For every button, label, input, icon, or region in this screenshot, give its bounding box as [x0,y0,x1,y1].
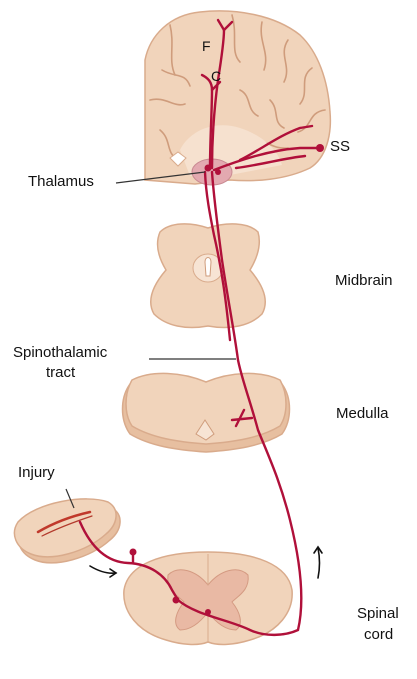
label-spinal-line1: Spinal [357,605,399,623]
label-thalamus: Thalamus [28,173,94,191]
label-injury: Injury [18,464,55,482]
medulla-section [123,373,290,452]
label-midbrain: Midbrain [335,272,393,290]
label-somatosensory-SS: SS [330,138,350,156]
label-spinal-line2: cord [364,626,393,644]
label-spinothalamic-line1: Spinothalamic [13,344,107,362]
cerebral-cortex [145,11,330,185]
midbrain-section [151,224,265,328]
spinal-cord-section [124,552,292,644]
label-spinothalamic-line2: tract [46,364,75,382]
label-cingulate-C: C [211,67,221,85]
label-medulla: Medulla [336,405,389,423]
ascending-arrow [318,548,320,578]
skin-injury-patch [14,499,120,563]
label-frontal-F: F [202,37,211,55]
